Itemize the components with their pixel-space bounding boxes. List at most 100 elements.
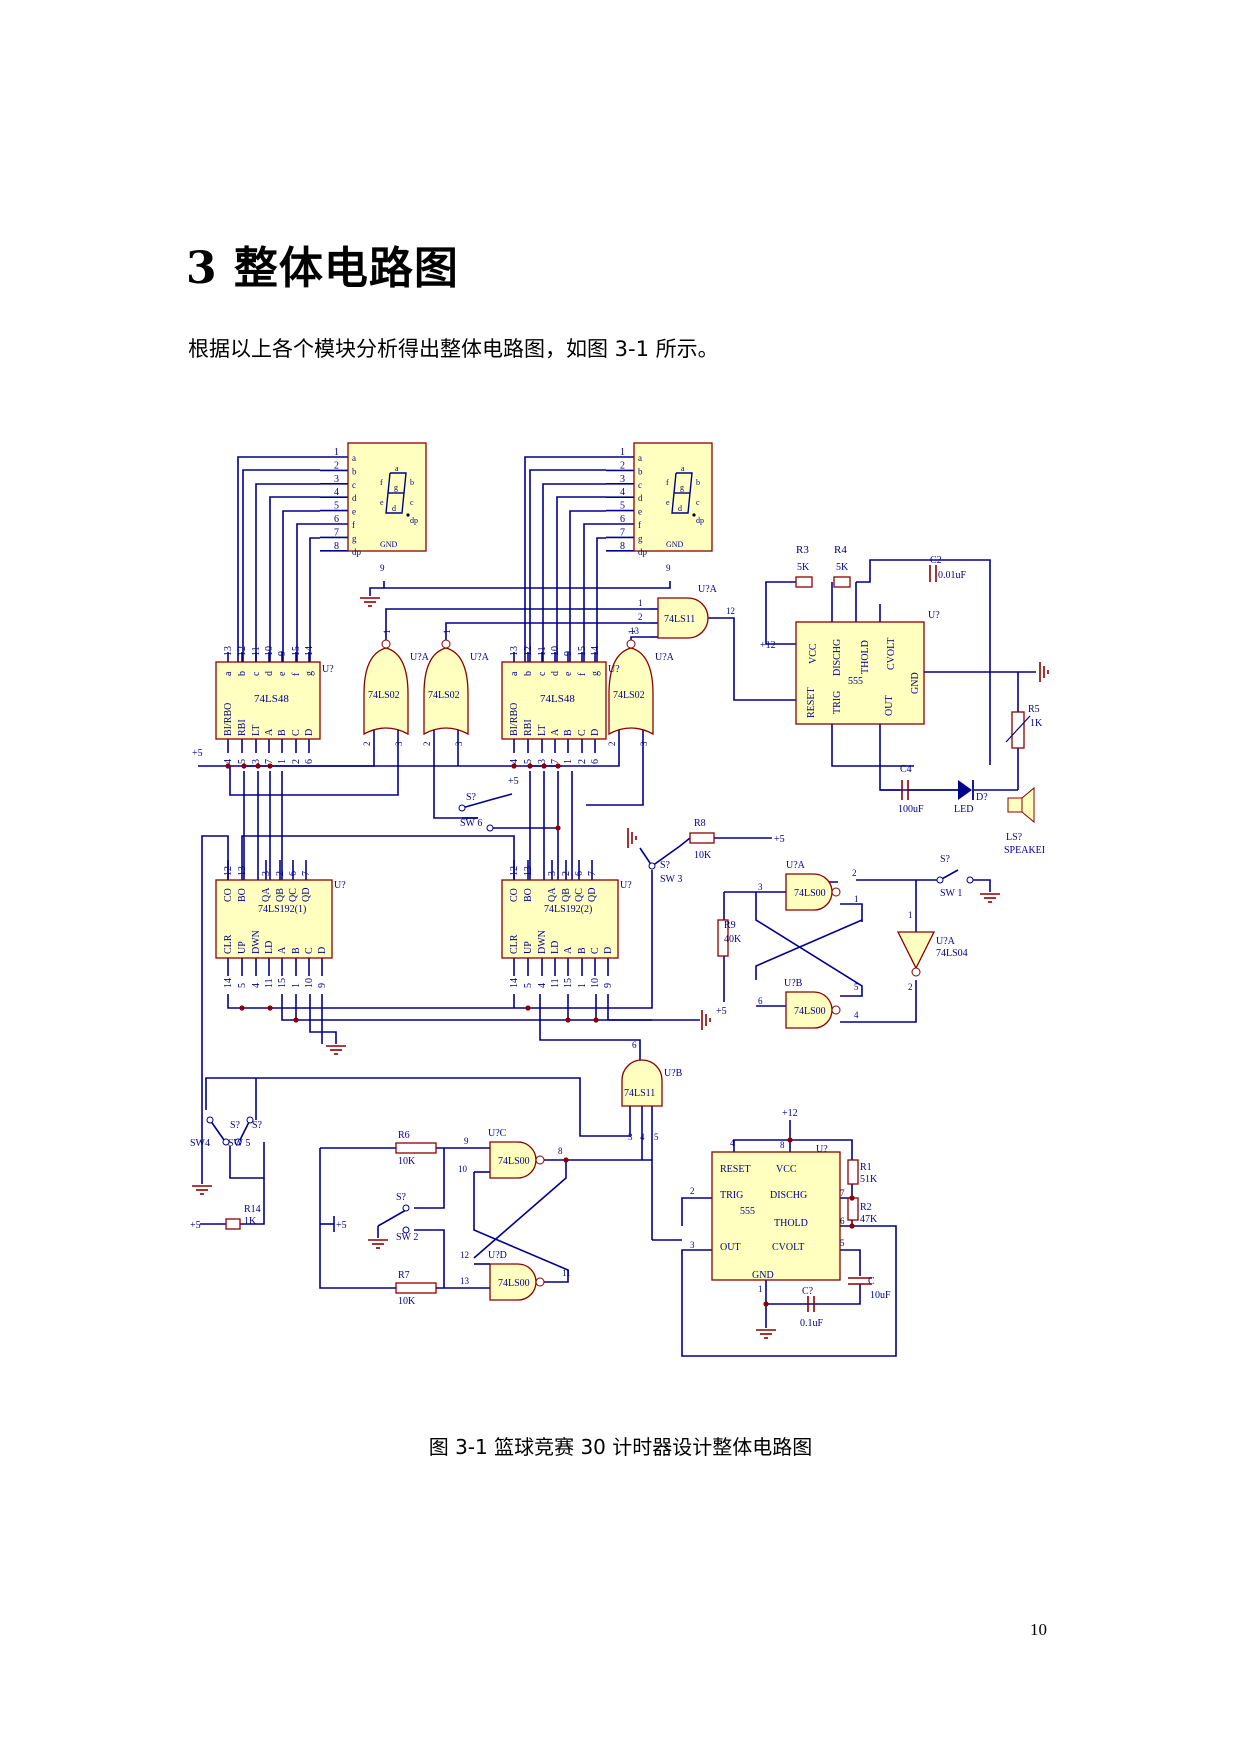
wire — [239, 1119, 251, 1141]
label: SW4 — [190, 1138, 210, 1149]
label: BI/RBO — [509, 703, 520, 736]
label: QB — [275, 888, 286, 902]
label: GND — [666, 540, 684, 549]
label: 100uF — [898, 804, 924, 815]
label: 2 — [422, 742, 432, 747]
label: 0.1uF — [800, 1318, 824, 1329]
label: 15 — [563, 978, 574, 988]
label: 7 — [334, 527, 339, 538]
label: 2 — [291, 759, 302, 764]
wire — [385, 608, 650, 640]
label: U?A — [655, 652, 675, 663]
label: 12 — [223, 866, 234, 876]
label: TRIG — [720, 1190, 743, 1201]
label: A — [563, 946, 574, 954]
label: 13 — [460, 1276, 470, 1286]
wire — [596, 537, 606, 665]
label: a — [509, 671, 520, 676]
wire — [229, 1142, 265, 1179]
nand-gate-74ls00 — [785, 991, 833, 1029]
label: 3 — [537, 759, 548, 764]
label: e — [666, 498, 670, 507]
label: g — [590, 671, 601, 676]
nor-gate-74ls02 — [608, 647, 654, 736]
label: S? — [660, 860, 671, 871]
label: 10 — [264, 646, 275, 656]
label: 3 — [620, 474, 625, 485]
label: dp — [352, 547, 362, 557]
label: 5 — [854, 982, 859, 992]
label: 5 — [523, 759, 534, 764]
label: 11 — [550, 978, 561, 988]
junction-dot — [555, 763, 561, 769]
resistor — [795, 576, 813, 588]
label: f — [291, 672, 302, 676]
wire — [282, 510, 320, 665]
label: VCC — [808, 643, 819, 664]
label: 5 — [840, 1238, 845, 1248]
wire — [681, 1197, 712, 1226]
ground-icon — [368, 1239, 388, 1249]
label: 4 — [620, 487, 625, 498]
label: 9 — [380, 563, 385, 573]
label: 51K — [860, 1174, 878, 1185]
wire — [445, 622, 650, 640]
label: 10K — [694, 850, 712, 861]
label: b — [352, 466, 357, 476]
label: SW 3 — [660, 874, 682, 885]
label: e — [352, 507, 356, 517]
resistor-r14 — [225, 1218, 241, 1230]
label: U?C — [488, 1128, 507, 1139]
wire — [548, 870, 653, 1009]
timer-555 — [795, 621, 925, 725]
resistor-r9 — [717, 919, 729, 957]
wire — [542, 483, 606, 665]
wire — [205, 1077, 631, 1137]
label: TRIG — [832, 691, 843, 714]
and3-gate-74ls11 — [657, 597, 709, 639]
wire — [879, 724, 958, 791]
junction-dot — [225, 763, 231, 769]
label: 74LS11 — [664, 614, 695, 625]
label: 74LS00 — [794, 1006, 826, 1017]
label: 1 — [577, 983, 588, 988]
label: 6 — [632, 1040, 637, 1050]
label: C — [577, 729, 588, 736]
inversion-bubble — [626, 639, 636, 649]
label: LD — [550, 941, 561, 954]
label: U?B — [664, 1068, 683, 1079]
label: C2 — [930, 555, 942, 566]
label: 3 — [547, 871, 558, 876]
label: g — [680, 483, 684, 492]
label: a — [223, 671, 234, 676]
pot-arrow — [1005, 715, 1031, 743]
junction-dot — [267, 1005, 273, 1011]
label: 3 — [261, 871, 272, 876]
resistor-r6 — [395, 1142, 437, 1154]
wire — [733, 1139, 853, 1160]
label: b — [696, 478, 700, 487]
label: 11 — [562, 1268, 571, 1278]
wire — [241, 835, 515, 880]
label: 14 — [590, 646, 601, 656]
label: f — [380, 478, 383, 487]
resistor — [833, 576, 851, 588]
label: RBI — [237, 719, 248, 736]
label: 8 — [558, 1146, 563, 1156]
label: GND — [380, 540, 398, 549]
label: OUT — [720, 1242, 741, 1253]
wire — [229, 750, 399, 796]
nor-gate-74ls02 — [363, 647, 409, 736]
switch-contact — [206, 1116, 214, 1124]
label: 8 — [780, 1140, 785, 1150]
label: BO — [523, 888, 534, 902]
label: R8 — [694, 818, 706, 829]
label: 7 — [587, 871, 598, 876]
label: 74LS02 — [368, 690, 400, 701]
junction-dot — [787, 1137, 793, 1143]
label: D — [590, 729, 601, 736]
wire — [856, 559, 991, 765]
label: 2 — [690, 1186, 695, 1196]
digit-glyph-icon — [385, 472, 407, 514]
label: dp — [410, 516, 418, 525]
